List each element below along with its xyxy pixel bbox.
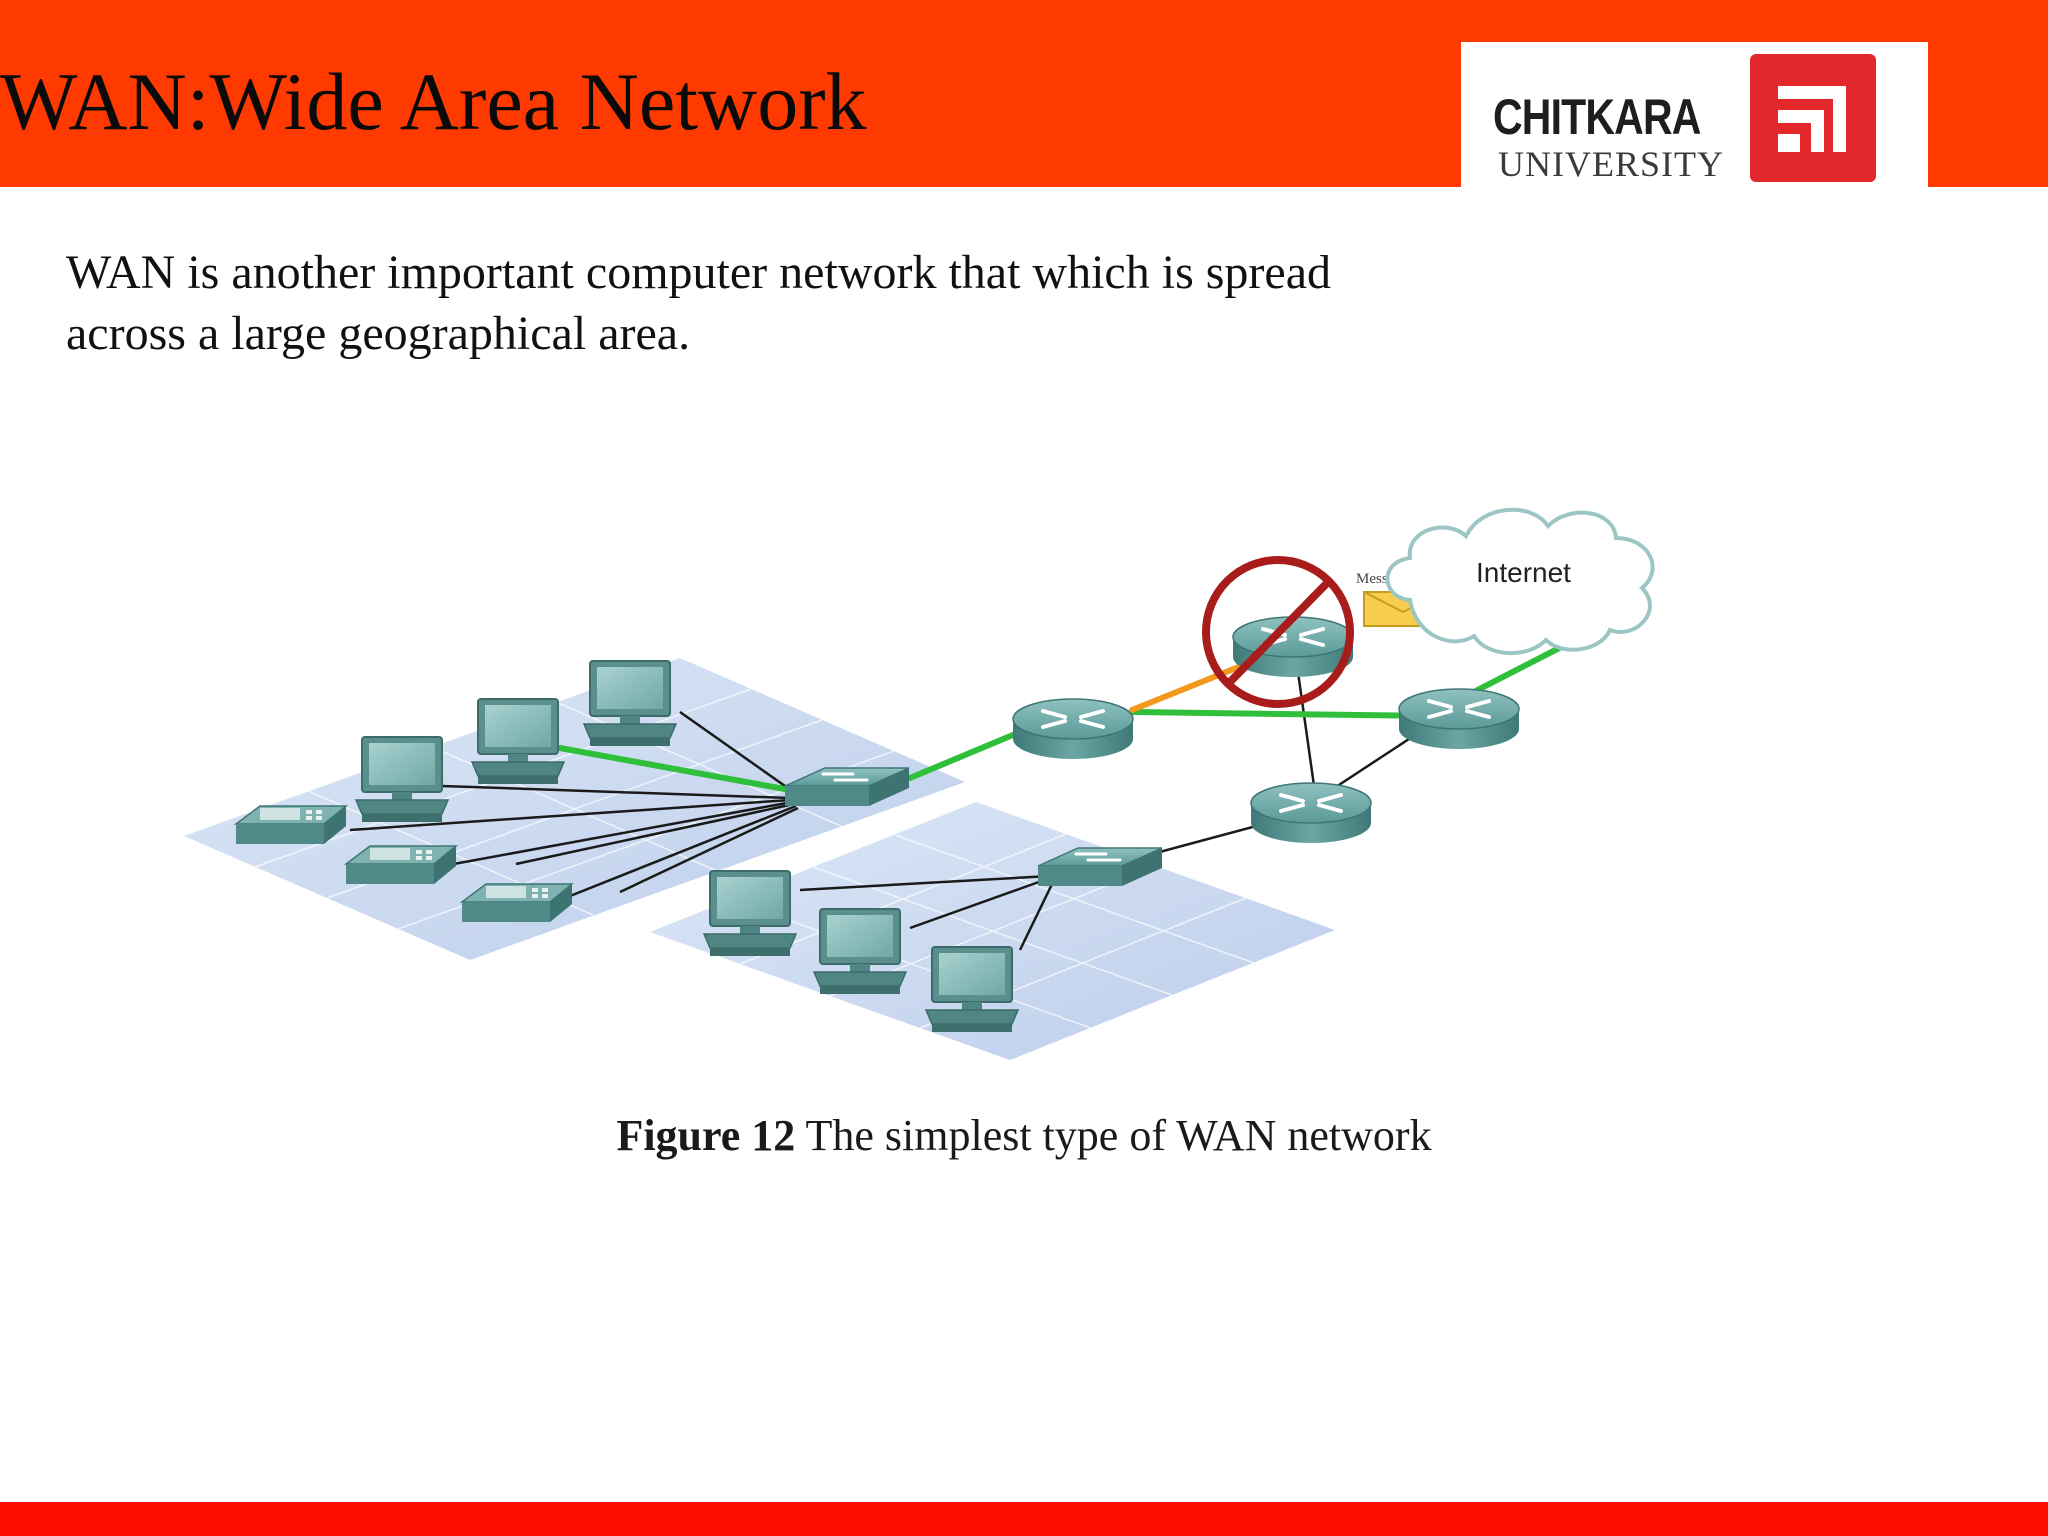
pc-6	[925, 946, 1019, 1033]
router-a	[1011, 697, 1135, 761]
pc-5	[813, 908, 907, 995]
green-links	[557, 619, 1613, 793]
figure-caption: Figure 12 The simplest type of WAN netwo…	[0, 1106, 2048, 1166]
ip-phone-1	[235, 805, 347, 845]
router-c	[1397, 687, 1521, 751]
pc-2	[471, 698, 565, 785]
body-paragraph: WAN is another important computer networ…	[66, 246, 1332, 360]
router-blocked	[1231, 615, 1355, 679]
footer-bar	[0, 1502, 2048, 1536]
ip-phone-3	[461, 883, 573, 923]
header-bar: WAN:Wide Area Network CHITKARA UNIVERSIT…	[0, 0, 2048, 187]
internet-cloud-icon	[1385, 507, 1655, 655]
ip-phone-2	[345, 845, 457, 885]
pc-3	[355, 736, 449, 823]
university-logo: CHITKARA UNIVERSITY	[1461, 42, 1928, 187]
blocked-icon	[1202, 556, 1354, 708]
internet-label: Internet	[1476, 557, 1571, 588]
pc-1	[583, 660, 677, 747]
wan-network-diagram: Message Internet	[184, 507, 1655, 1060]
router-b	[1249, 781, 1373, 845]
logo-subtitle: UNIVERSITY	[1498, 144, 1724, 184]
slide-title: WAN:Wide Area Network	[0, 56, 867, 147]
logo-name: CHITKARA	[1493, 89, 1701, 145]
logo-mark-icon	[1750, 54, 1876, 182]
figure-caption-text: The simplest type of WAN network	[795, 1111, 1432, 1160]
pc-4	[703, 870, 797, 957]
orange-link	[1129, 661, 1249, 713]
figure-label: Figure 12	[616, 1111, 796, 1160]
